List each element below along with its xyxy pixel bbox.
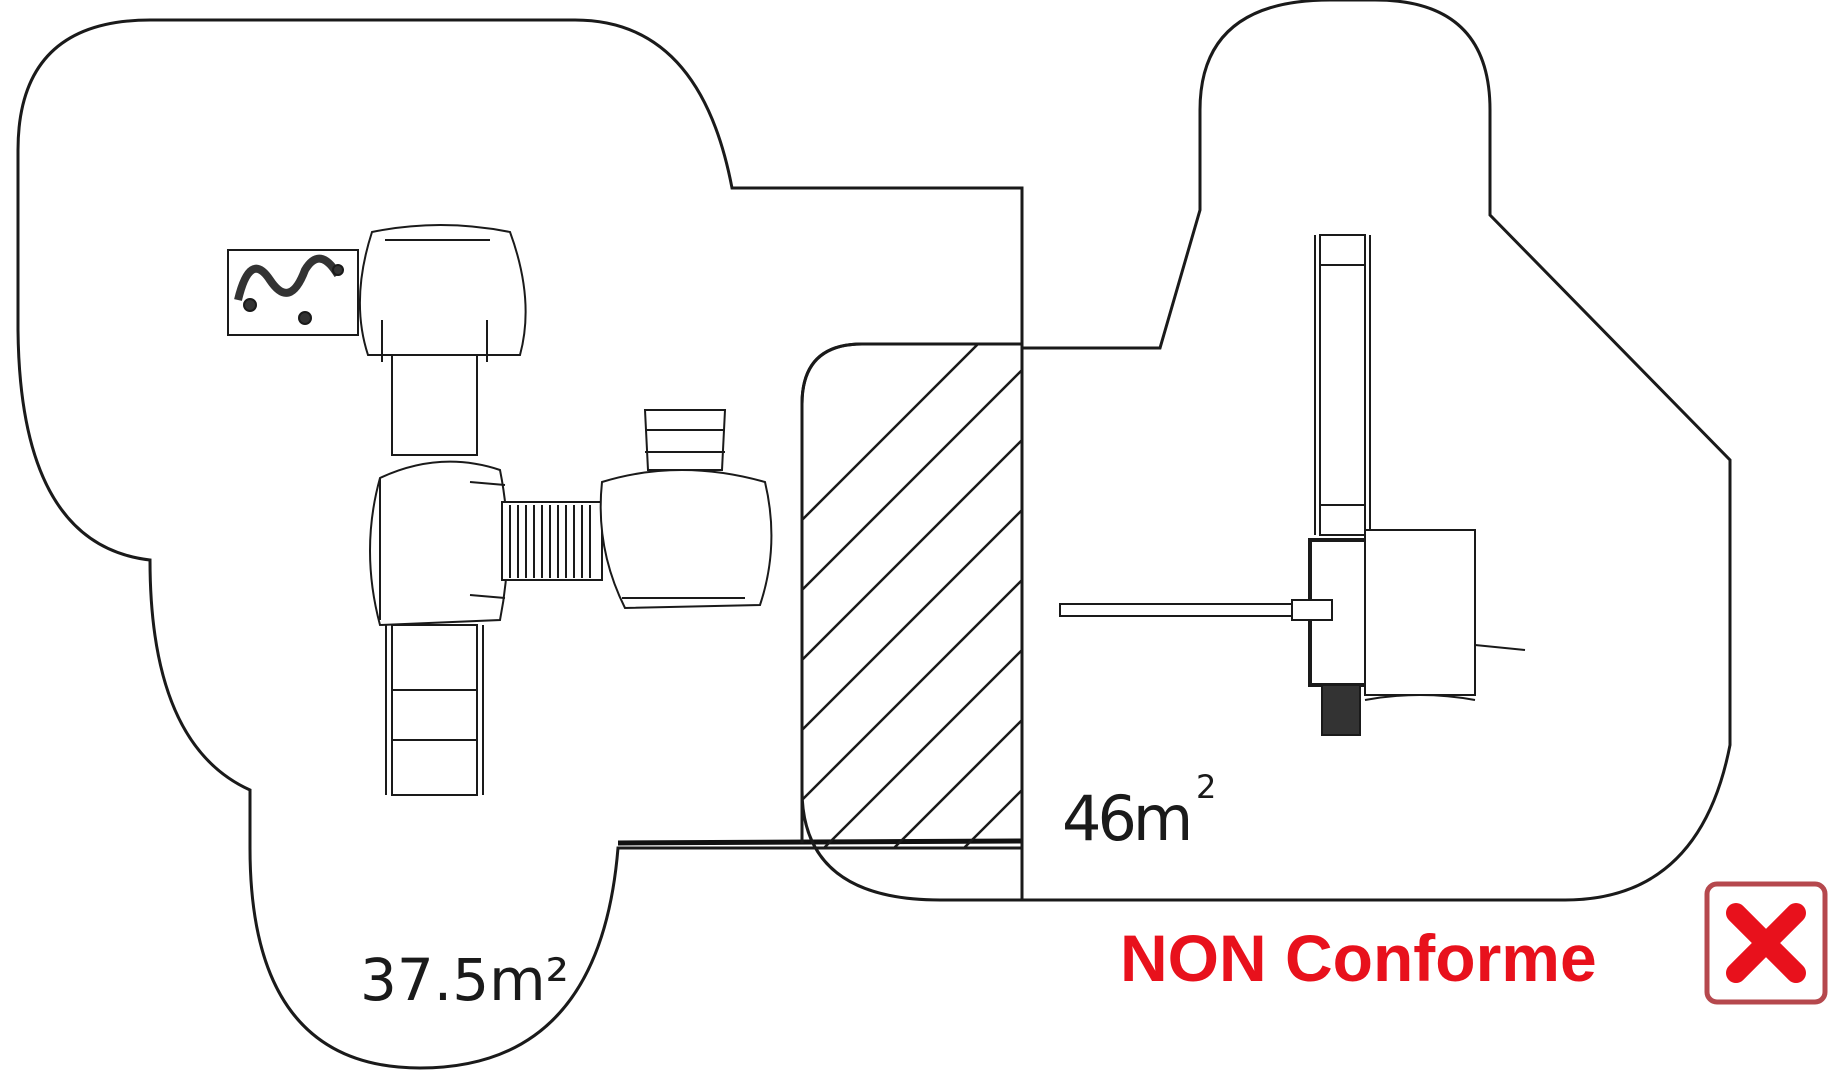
right-play-structure [1059, 234, 1526, 736]
cross-icon [1704, 881, 1828, 1005]
non-conforme-label: NON Conforme [1120, 921, 1597, 995]
horizontal-beam [1059, 603, 1313, 617]
central-roof-platform [369, 460, 509, 627]
right-zone-area-exponent: 2 [1196, 768, 1216, 806]
access-ladder [1321, 684, 1361, 736]
left-play-structure [227, 224, 773, 796]
vertical-walkway [391, 354, 478, 456]
lower-slide [391, 624, 478, 796]
climbing-wall-holds [234, 254, 342, 301]
boulder-block [1364, 529, 1476, 696]
stepped-ladder [643, 409, 727, 471]
left-zone-bottom-boundary [617, 838, 1023, 846]
overlap-hatched-area [802, 344, 1022, 848]
long-slide [1319, 234, 1366, 536]
overlap-area-outline [800, 342, 1022, 843]
left-zone-area-label: 37.5m² [360, 946, 569, 1014]
left-impact-zone-outline [16, 18, 1024, 1070]
right-zone-area-label: 46m [1062, 782, 1189, 855]
right-roof-platform [599, 469, 773, 610]
upper-roof-platform [358, 224, 527, 356]
